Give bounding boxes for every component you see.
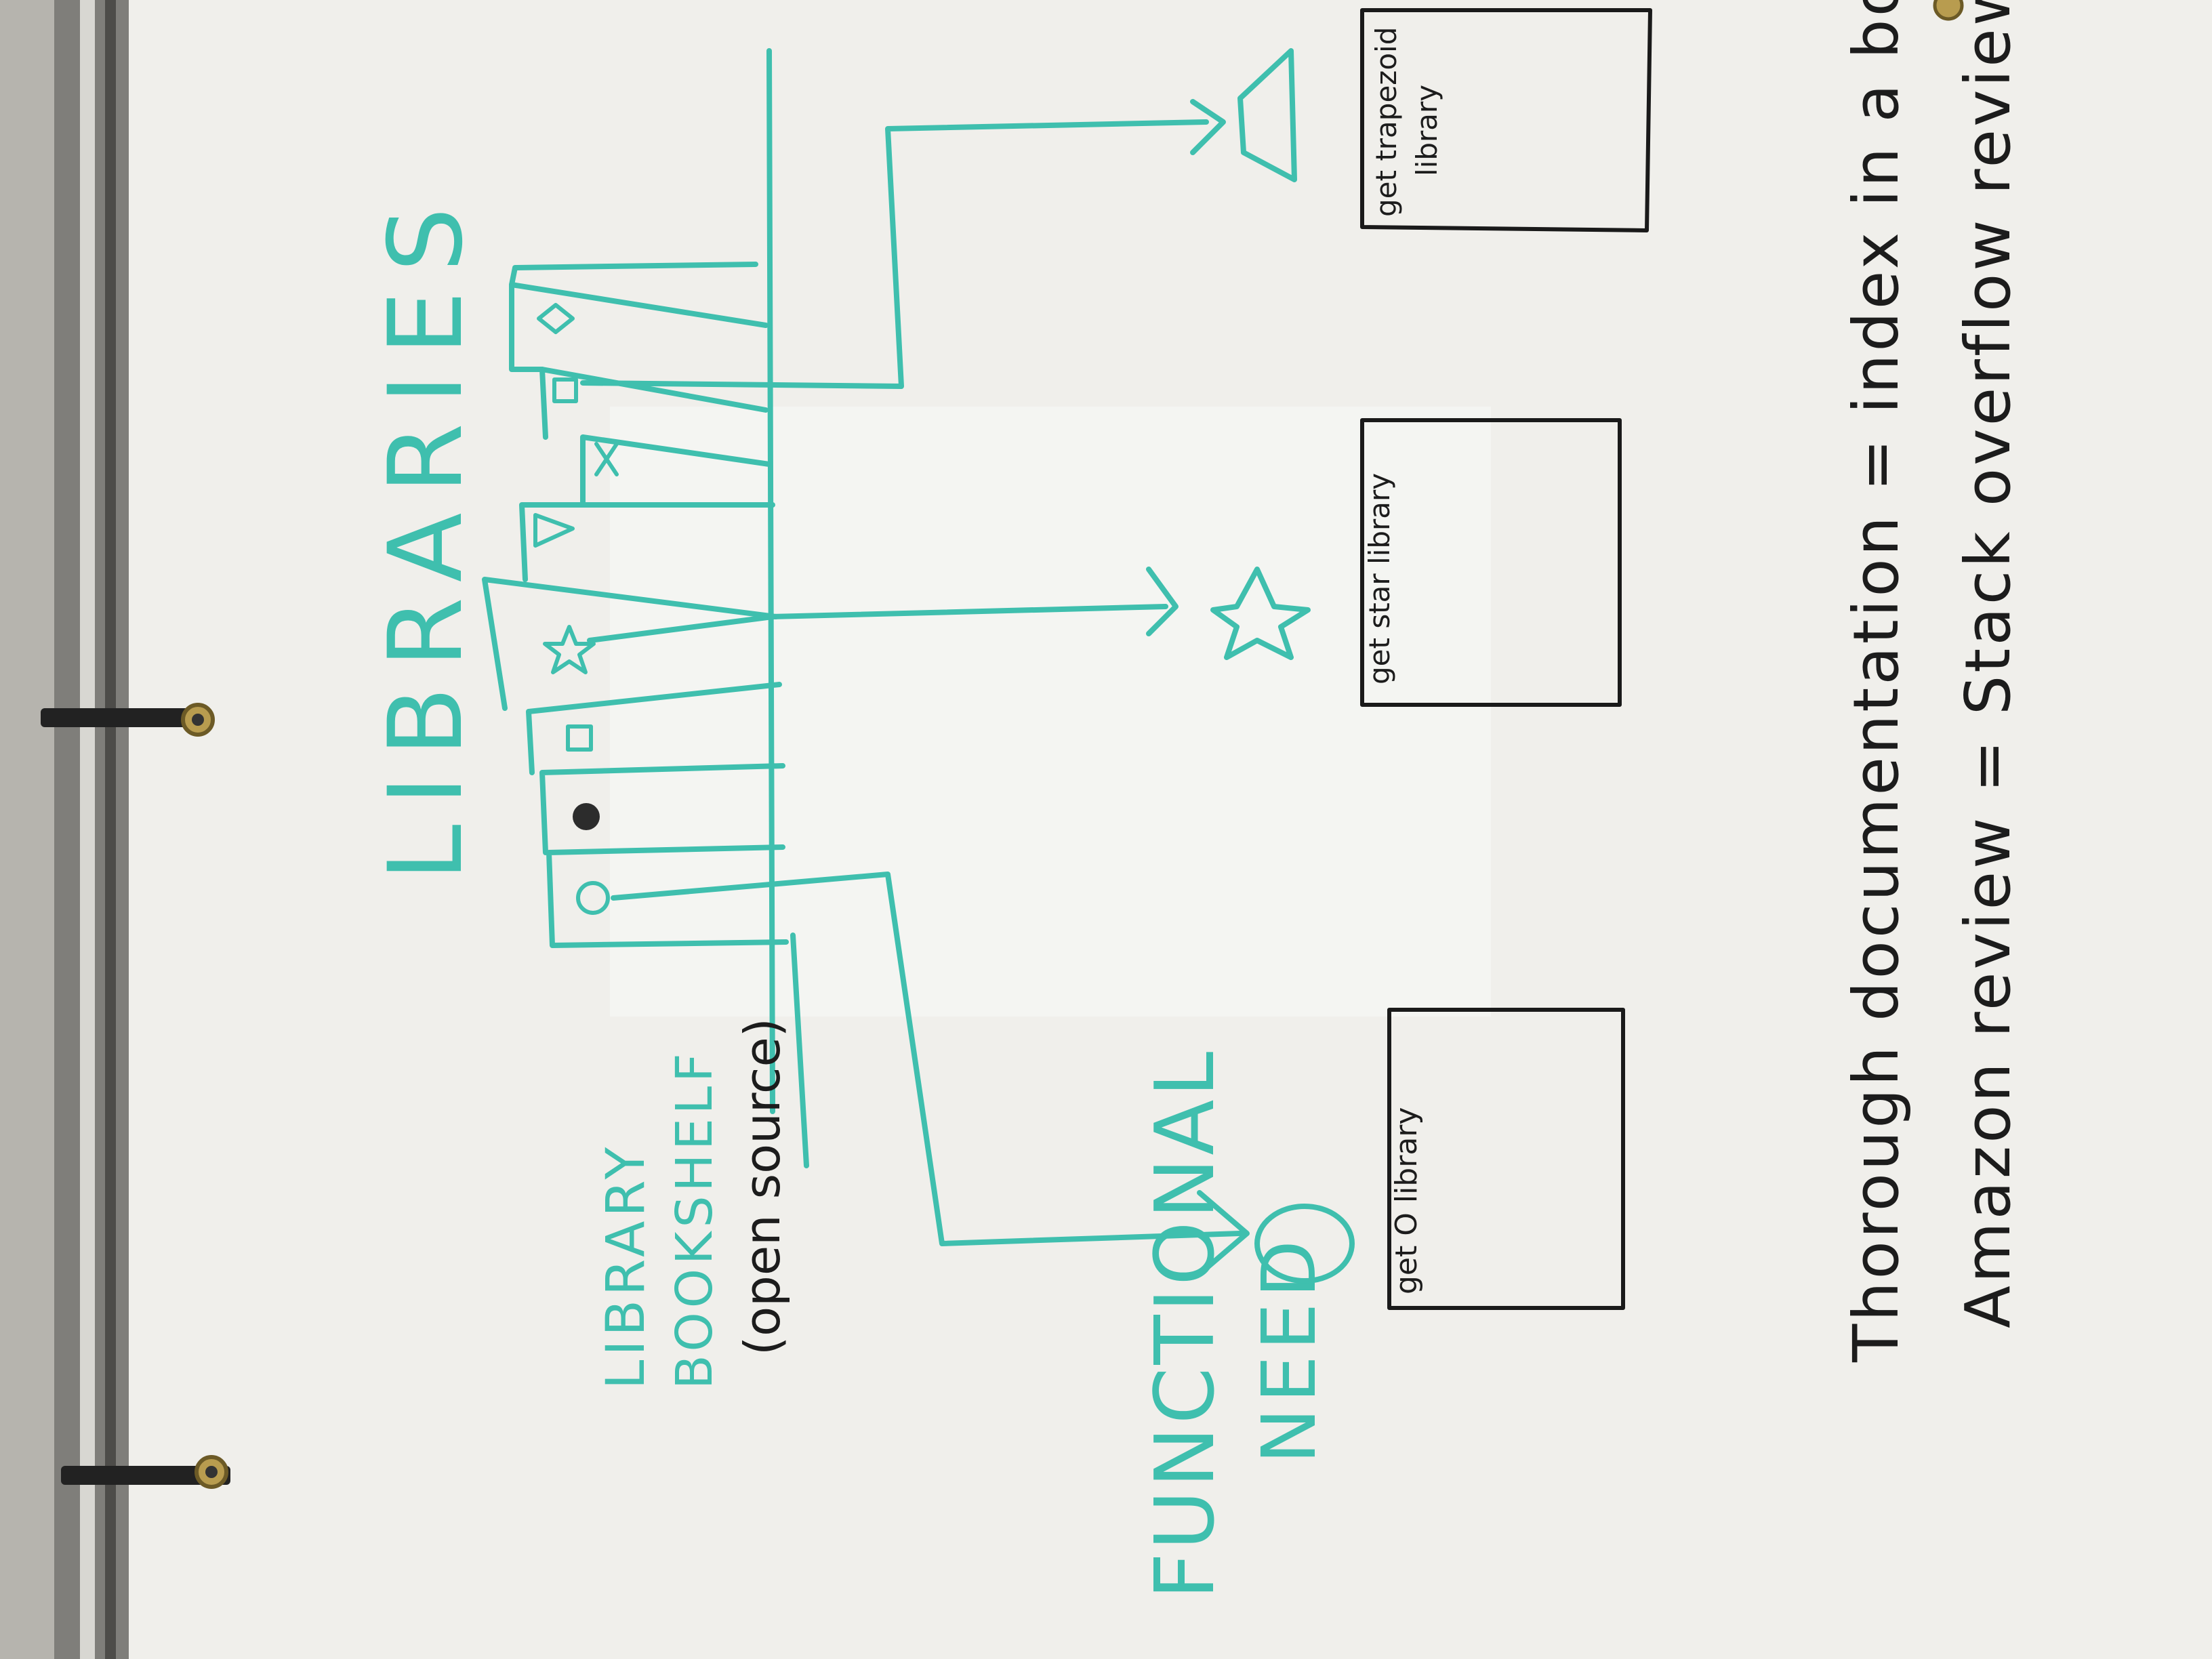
diamond-icon: [537, 303, 575, 334]
square-icon: [566, 724, 593, 752]
box-star-library-label: get star library: [1363, 473, 1396, 684]
zip-tie-bottom: [61, 1455, 230, 1489]
arrow-to-circle-need: [611, 872, 1243, 1246]
star-icon: [543, 625, 596, 674]
frame-highlight: [80, 0, 95, 1659]
shelf-base-line: [790, 933, 809, 1168]
frame-shadow: [105, 0, 116, 1659]
book-4: [482, 577, 779, 711]
functional-need-label-1: FUNCTIONAL: [1139, 1049, 1233, 1599]
title-libraries: LIBRARIES: [367, 188, 485, 881]
circle-icon: [576, 881, 610, 915]
functional-need-label-2: NEED: [1246, 1235, 1332, 1464]
zip-tie-top: [41, 703, 215, 737]
x-icon: [594, 442, 619, 476]
arrow-to-trapezoid-need: [580, 119, 1209, 389]
box-o-library-label: get O library: [1389, 1107, 1424, 1294]
filled-circle-icon: [573, 803, 600, 830]
box-star-library: [1360, 418, 1622, 707]
box-trapezoid-library: [1360, 8, 1652, 232]
triangle-icon: [533, 513, 575, 548]
shelf-top-line: [766, 48, 775, 1114]
box-trapezoid-label-2: library: [1410, 85, 1443, 176]
bookshelf-label-1: LIBRARY: [596, 1143, 657, 1389]
note-review: Amazon review = Stack overflow review: [1952, 0, 2024, 1328]
arrow-head-trapezoid: [1190, 99, 1226, 155]
book-8: [509, 282, 769, 372]
book-top: [509, 262, 758, 287]
book-2: [539, 763, 785, 855]
book-5: [519, 502, 775, 582]
drawing-layer: LIBRARIES LIBRARY: [367, 0, 2024, 1599]
box-trapezoid-label-1: get trapezoid: [1370, 27, 1403, 217]
need-star-icon: [1210, 567, 1311, 660]
arrow-head-star: [1146, 567, 1179, 636]
bookshelf-label-2: BOOKSHELF: [665, 1049, 724, 1389]
need-trapezoid-icon: [1237, 48, 1297, 182]
box-o-library: [1387, 1008, 1625, 1310]
book-6: [580, 434, 772, 508]
arrow-head-circle: [1197, 1190, 1250, 1277]
grommet-corner: [1933, 0, 1964, 21]
bookshelf-label-3: (open source): [734, 1018, 791, 1355]
book-1: [546, 844, 789, 948]
note-documentation: Thorough documentation = index in a book: [1840, 0, 1912, 1363]
need-circle-icon: [1254, 1204, 1355, 1284]
square-icon-2: [552, 377, 578, 403]
whiteboard-glare: [610, 407, 1491, 1017]
book-3: [526, 682, 782, 775]
arrow-to-star-need: [587, 604, 1168, 643]
